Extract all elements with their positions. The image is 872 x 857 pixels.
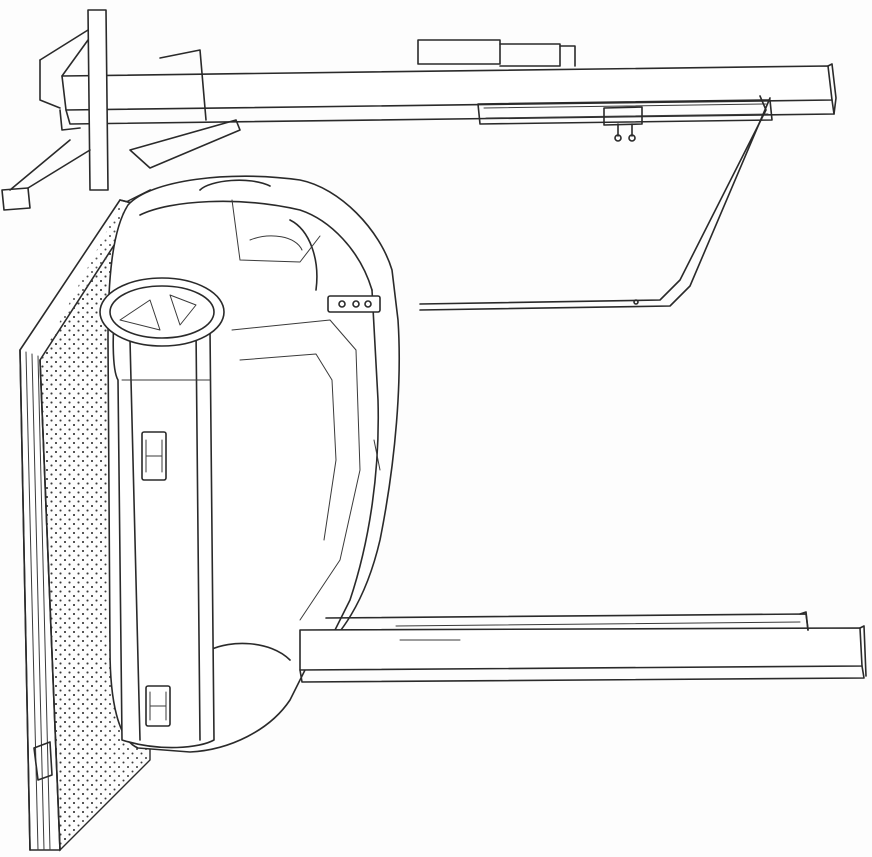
top-beam [61,39,837,142]
control-pendant-arm [327,95,771,313]
left-post [1,9,241,211]
bottom-rail [299,611,867,683]
car-body [99,175,400,753]
